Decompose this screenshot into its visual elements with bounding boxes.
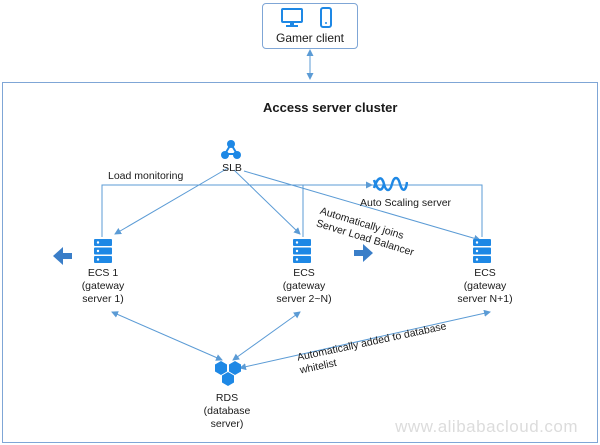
watermark: www.alibabacloud.com [395,417,578,436]
right-block-arrow [354,244,373,262]
ecs3-label-line1: ECS [474,267,496,279]
auto-scaling-label: Auto Scaling server [360,197,452,209]
rds-label-line2: (database [203,405,251,417]
ecs1-label-line3: server 1) [82,293,124,305]
gamer-client-box: Gamer client [262,3,358,49]
rds-label-line3: server) [210,418,244,430]
ecs3-label: ECS (gateway server N+1) [446,267,524,306]
ecs1-rds-link [111,311,223,361]
ecs1-label-line1: ECS 1 [87,267,119,279]
slb-label: SLB [222,162,242,174]
slb-ecs1-link [114,167,229,235]
left-block-arrow [53,247,72,265]
ecs3-label-line2: (gateway [463,280,507,292]
ecs2-label: ECS (gateway server 2~N) [266,267,342,306]
ecs2-label-line2: (gateway [282,280,326,292]
gamer-client-label: Gamer client [275,31,345,45]
ecs2-label-line3: server 2~N) [276,293,332,305]
slb-ecs3-link [243,170,481,242]
ecs3-label-line3: server N+1) [457,293,513,305]
rds-label: RDS (database server) [192,392,262,431]
slb-ecs2-link [233,169,301,235]
ecs2-server-icon [293,239,311,263]
load-monitoring-line [101,184,483,237]
rds-label-line1: RDS [215,392,239,404]
ecs2-label-line1: ECS [293,267,315,279]
ecs3-server-icon [473,239,491,263]
load-monitoring-label: Load monitoring [108,170,184,182]
desktop-icon [281,8,303,27]
ecs3-rds-link [239,309,491,371]
auto-scaling-icon [372,176,408,192]
ecs1-server-icon [94,239,112,263]
ecs1-label: ECS 1 (gateway server 1) [68,267,138,306]
phone-icon [320,7,332,28]
ecs1-label-line2: (gateway [81,280,125,292]
cluster-frame [2,82,598,443]
slb-icon [221,140,241,159]
cluster-title: Access server cluster [263,100,398,115]
rds-icon [215,361,241,386]
